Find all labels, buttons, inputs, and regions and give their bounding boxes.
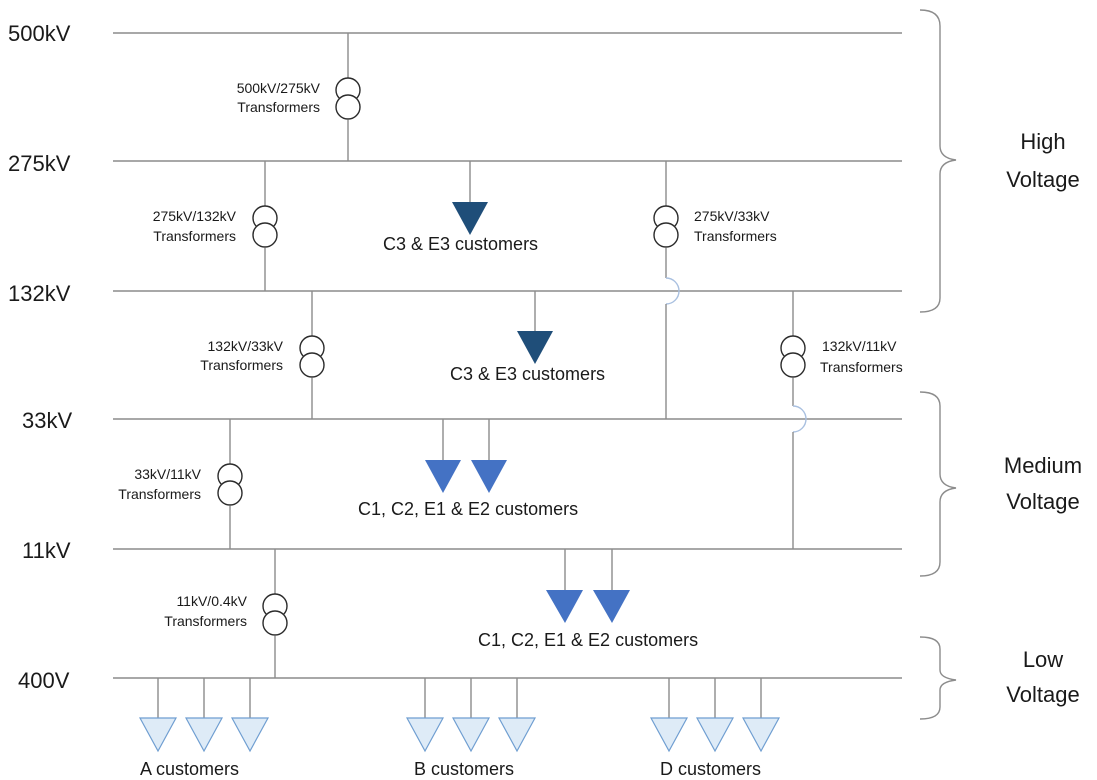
voltage-level-11kv: 11kV (22, 538, 71, 563)
transformer-33-11: 33kV/11kV Transformers (118, 419, 243, 549)
band-label: Low (1023, 647, 1063, 672)
transformer-11-0.4: 11kV/0.4kV Transformers (164, 549, 288, 678)
load-b-customers: B customers (405, 678, 537, 779)
transformer-label: Transformers (118, 486, 201, 502)
transformer-label: Transformers (164, 613, 247, 629)
load-triangle-icon (649, 717, 689, 753)
voltage-level-labels: 500kV 275kV 132kV 33kV 11kV 400V (8, 21, 72, 693)
transformer-coil-icon (299, 352, 325, 378)
transformer-label: Transformers (237, 99, 320, 115)
load-triangle-icon (695, 717, 735, 753)
transformer-coil-icon (217, 480, 243, 506)
voltage-level-275kv: 275kV (8, 151, 71, 176)
transformer-label: 500kV/275kV (237, 80, 321, 96)
transformer-label: 11kV/0.4kV (176, 593, 247, 609)
transformer-label: 275kV/33kV (694, 208, 770, 224)
transformer-label: Transformers (820, 359, 903, 375)
low-voltage-brace (919, 636, 957, 720)
load-triangle-icon (471, 460, 507, 493)
customer-label: D customers (660, 759, 761, 779)
customer-label: C1, C2, E1 & E2 customers (478, 630, 698, 650)
transformer-label: 132kV/11kV (822, 338, 897, 354)
transformer-275-33: 275kV/33kV Transformers (653, 161, 777, 419)
transformer-coil-icon (780, 352, 806, 378)
transformer-label: 132kV/33kV (208, 338, 284, 354)
load-a-customers: A customers (138, 678, 270, 779)
load-c1-c2-e1-e2-33kv: C1, C2, E1 & E2 customers (358, 419, 578, 519)
transformer-132-33: 132kV/33kV Transformers (200, 291, 325, 419)
customer-label: C1, C2, E1 & E2 customers (358, 499, 578, 519)
band-label: Medium (1004, 453, 1082, 478)
voltage-level-132kv: 132kV (8, 281, 71, 306)
transformer-coil-icon (335, 94, 361, 120)
band-label: Voltage (1006, 167, 1079, 192)
customer-label: B customers (414, 759, 514, 779)
band-label: Voltage (1006, 489, 1079, 514)
load-triangle-icon (184, 717, 224, 753)
load-triangle-icon (497, 717, 537, 753)
load-triangle-icon (593, 590, 630, 623)
voltage-level-400v: 400V (18, 668, 70, 693)
medium-voltage-brace (919, 391, 957, 577)
load-triangle-icon (230, 717, 270, 753)
voltage-level-33kv: 33kV (22, 408, 72, 433)
load-triangle-icon (451, 717, 491, 753)
load-c3-e3-132kv: C3 & E3 customers (450, 291, 605, 384)
customer-label: A customers (140, 759, 239, 779)
customer-label: C3 & E3 customers (383, 234, 538, 254)
transformer-500-275: 500kV/275kV Transformers (237, 33, 361, 161)
transformer-coil-icon (262, 610, 288, 636)
load-d-customers: D customers (649, 678, 781, 779)
load-triangle-icon (138, 717, 178, 753)
transformer-label: 275kV/132kV (153, 208, 237, 224)
transformer-label: Transformers (153, 228, 236, 244)
busbars (113, 32, 902, 679)
voltage-band-braces (919, 9, 957, 720)
voltage-level-500kv: 500kV (8, 21, 71, 46)
transformer-label: 33kV/11kV (134, 466, 201, 482)
load-triangle-icon (425, 460, 461, 493)
load-triangle-icon (741, 717, 781, 753)
band-label: High (1020, 129, 1065, 154)
load-triangle-icon (452, 202, 488, 235)
load-triangle-icon (405, 717, 445, 753)
band-label: Voltage (1006, 682, 1079, 707)
load-triangle-icon (546, 590, 583, 623)
load-triangle-icon (517, 331, 553, 364)
transformer-coil-icon (252, 222, 278, 248)
transformer-132-11: 132kV/11kV Transformers (780, 291, 903, 549)
high-voltage-brace (919, 9, 957, 313)
voltage-band-labels: High Voltage Medium Voltage Low Voltage (1004, 129, 1082, 707)
transformer-coil-icon (653, 222, 679, 248)
transformer-label: Transformers (694, 228, 777, 244)
transformer-label: Transformers (200, 357, 283, 373)
load-c3-e3-275kv: C3 & E3 customers (383, 161, 538, 254)
load-c1-c2-e1-e2-11kv: C1, C2, E1 & E2 customers (478, 549, 698, 650)
customer-label: C3 & E3 customers (450, 364, 605, 384)
transformer-275-132: 275kV/132kV Transformers (153, 161, 278, 291)
